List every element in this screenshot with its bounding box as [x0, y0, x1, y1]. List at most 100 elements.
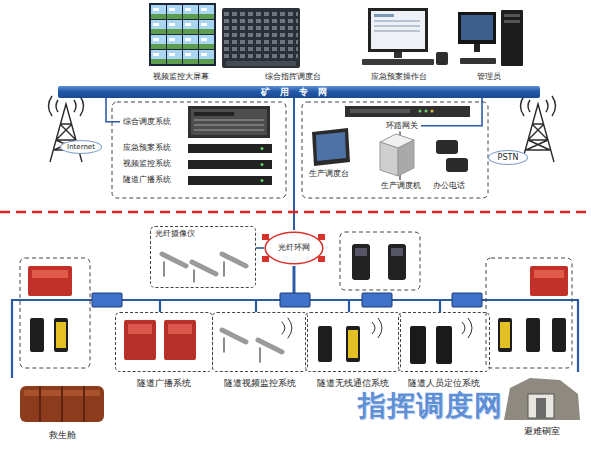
node-text: 生产调度机: [381, 181, 421, 191]
dispatch-console: [222, 8, 300, 68]
tunnel-camera-part: [223, 338, 225, 352]
speaker-part: [168, 324, 192, 334]
refuge-chamber-part: [536, 398, 546, 418]
zone-divider: [0, 211, 591, 214]
fiber-camera-part: [193, 270, 195, 282]
handset-part: [355, 248, 367, 256]
connector: [293, 98, 295, 230]
gateway-device-part: [345, 106, 470, 117]
mobile-phone-part: [56, 322, 66, 348]
gateway-device-part: [350, 109, 410, 113]
locator-reader-part: [436, 326, 452, 364]
antenna-tower-part: [521, 96, 556, 116]
fiber-camera: [162, 254, 246, 282]
subsystem-box: 隧道无线通信系统: [305, 312, 401, 390]
server-unit-part: [261, 163, 264, 166]
operator-desk-part: [394, 52, 402, 58]
tunnel-camera-part: [258, 340, 282, 352]
ring-ellipse: [265, 232, 323, 264]
node-text: 管理员: [477, 72, 501, 82]
node-text: PSTN: [498, 153, 519, 163]
node-text: 生产调度台: [309, 169, 349, 179]
facility-node: 救生舱: [8, 378, 116, 442]
network-switch-part: [362, 293, 392, 307]
gateway-device-part: [419, 110, 422, 113]
fiber-camera-part: [162, 254, 186, 266]
admin-pc-part: [458, 12, 496, 44]
admin-pc-part: [501, 10, 523, 66]
operator-desk-part: [374, 25, 420, 27]
node-text: 办公电话: [433, 181, 465, 191]
operator-desk-part: [374, 14, 394, 17]
office-phone-part: [446, 158, 468, 172]
device-label: 生产调度台: [306, 168, 352, 180]
wireless-phone-part: [346, 326, 360, 362]
tunnel-camera-part: [282, 318, 292, 338]
dispatch-switch: [380, 134, 414, 176]
gateway-device: [345, 106, 470, 117]
dispatch-terminal: [312, 128, 350, 166]
server-rack-part: [188, 106, 270, 138]
wireless-phone: [318, 318, 382, 362]
base-station-part: [534, 270, 564, 278]
dispatch-switch-part: [398, 140, 414, 176]
node-text: 矿用专网: [261, 87, 337, 98]
group-outline-part: [112, 102, 286, 198]
subsystem-box: 隧道视频监控系统: [212, 312, 308, 390]
operator-desk-part: [371, 11, 425, 49]
dashed-outline: [115, 312, 213, 372]
gateway-device-part: [425, 110, 428, 113]
dispatch-console-part: [222, 8, 300, 68]
dispatch-switch-part: [380, 142, 398, 176]
server-rack-part: [194, 119, 264, 121]
admin-pc-part: [504, 14, 520, 17]
server-unit-part: [261, 147, 264, 150]
node-text: 光纤环网: [278, 243, 310, 253]
mobile-phone-part: [552, 318, 566, 352]
device-label: 综合调度系统: [120, 116, 174, 128]
dashed-outline: [305, 312, 401, 372]
admin-pc-part: [461, 15, 493, 40]
group-outline-part: [486, 258, 572, 368]
device-label: 隧道广播系统: [120, 174, 174, 186]
subsystem-box: 隧道人员定位系统: [398, 312, 490, 390]
device-label: 应急预案操作台: [368, 71, 430, 83]
base-station-part: [32, 270, 68, 278]
ring-node-part: [262, 256, 269, 262]
wireless-phone-part: [348, 330, 358, 358]
antenna-tower-part: [49, 96, 84, 116]
refuge-chamber-part: [504, 378, 580, 420]
admin-pc: [458, 10, 523, 66]
network-cloud: PSTN: [488, 150, 528, 165]
server-unit-part: [188, 176, 272, 185]
device-label: 综合指挥调度台: [262, 71, 324, 83]
tunnel-camera-part: [259, 348, 261, 362]
mobile-phone-part: [30, 318, 44, 352]
ring-node-part: [262, 234, 269, 240]
node-text: 应急预案系统: [123, 143, 171, 153]
subsystem-box: 隧道广播系统: [115, 312, 213, 390]
fiber-camera-part: [222, 254, 246, 266]
node-text: 环路网关: [386, 121, 418, 131]
node-text: 隧道无线通信系统: [305, 378, 401, 389]
speaker-part: [124, 320, 156, 360]
screen-wall-part: [150, 4, 215, 65]
locator-reader-part: [410, 326, 426, 364]
locator-reader-part: [462, 318, 472, 338]
node-text: 光纤摄像仪: [155, 229, 195, 239]
mobile-phone-part: [500, 322, 510, 348]
rescue-capsule-part: [83, 386, 85, 422]
node-text: 隧道广播系统: [115, 378, 213, 389]
device-label: 管理员: [474, 71, 504, 83]
node-text: 隧道广播系统: [123, 175, 171, 185]
group-outline-part: [302, 102, 488, 198]
network-band: 矿用专网: [58, 86, 540, 98]
mobile-phone-part: [54, 318, 68, 352]
base-station-part: [28, 266, 72, 296]
network-cloud: Internet: [60, 140, 102, 154]
screen-wall: [149, 3, 216, 66]
operator-desk-part: [368, 8, 428, 52]
gateway-device-part: [431, 110, 434, 113]
network-switch-part: [92, 293, 122, 307]
